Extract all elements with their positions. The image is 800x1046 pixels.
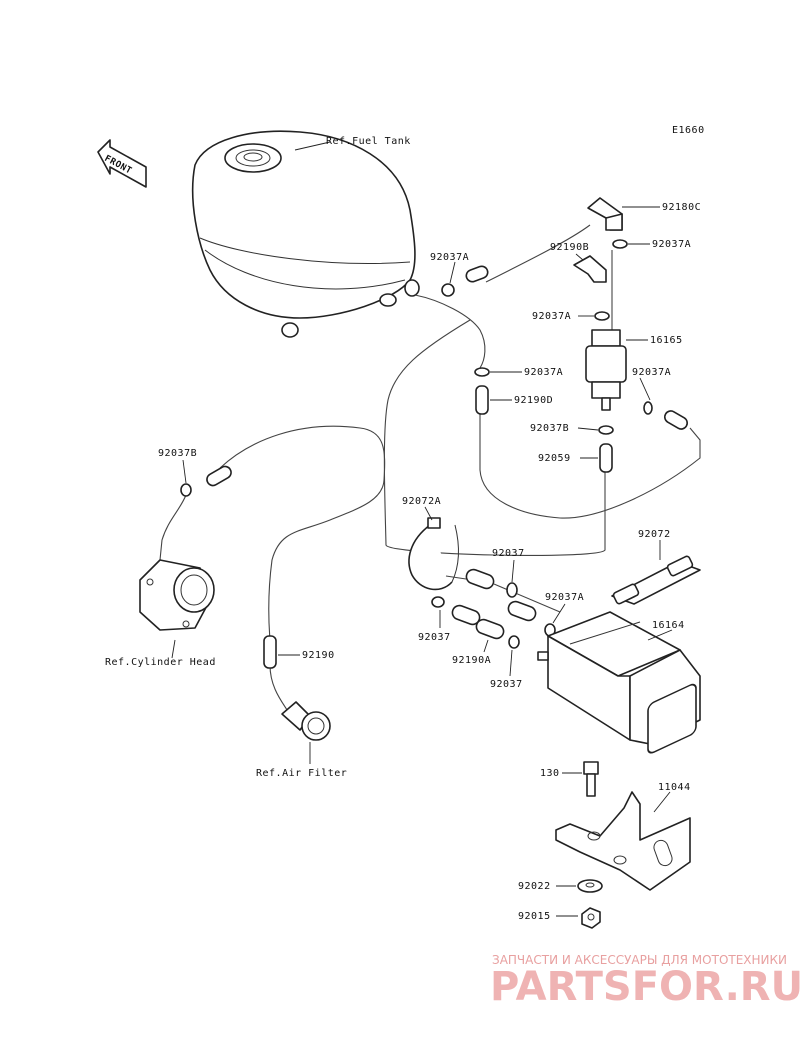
- part-92059: [599, 443, 613, 473]
- label-16164: 16164: [652, 620, 685, 631]
- part-92015-nut: [581, 907, 601, 929]
- part-16165-valve: [585, 250, 627, 411]
- label-92180C: 92180C: [662, 202, 701, 213]
- clamp-92037A-3: [594, 311, 610, 321]
- label-92037-3: 92037: [490, 679, 523, 690]
- label-11044: 11044: [658, 782, 691, 793]
- label-92037A-1: 92037A: [652, 239, 691, 250]
- label-92037A-5: 92037A: [632, 367, 671, 378]
- label-130: 130: [540, 768, 560, 779]
- cylinder-head-label: Ref.Cylinder Head: [105, 657, 216, 668]
- label-92037A-3: 92037A: [532, 311, 571, 322]
- air-filter-label: Ref.Air Filter: [256, 768, 347, 779]
- hose-piece-tank: [465, 265, 489, 283]
- label-92072A: 92072A: [402, 496, 441, 507]
- label-92059: 92059: [538, 453, 571, 464]
- label-92037A-2: 92037A: [430, 252, 469, 263]
- label-92190: 92190: [302, 650, 335, 661]
- canister-hoses: [445, 568, 561, 640]
- fuel-tank-label: Ref.Fuel Tank: [326, 136, 411, 147]
- part-92180C: [587, 197, 623, 231]
- part-16164-canister: [537, 611, 701, 754]
- part-130-bolt: [583, 761, 599, 797]
- hose-piece-right: [664, 410, 688, 430]
- part-92190D: [475, 385, 489, 415]
- clamp-92037-1: [506, 582, 518, 598]
- clamp-92037-3: [508, 635, 520, 649]
- label-92037B-1: 92037B: [530, 423, 569, 434]
- watermark-brand: PARTSFOR.RU: [490, 964, 800, 1010]
- label-92015: 92015: [518, 911, 551, 922]
- label-16165: 16165: [650, 335, 683, 346]
- label-92190D: 92190D: [514, 395, 553, 406]
- watermark-tagline: ЗАПЧАСТИ И АКСЕССУАРЫ ДЛЯ МОТОТЕХНИКИ: [492, 953, 787, 967]
- part-11044-bracket: [555, 791, 691, 891]
- label-92190B: 92190B: [550, 242, 589, 253]
- part-92190B: [573, 255, 607, 283]
- label-92072: 92072: [638, 529, 671, 540]
- diagram-code: E1660: [672, 125, 705, 136]
- part-92190: [263, 635, 277, 669]
- label-92037-2: 92037: [418, 632, 451, 643]
- clamp-92037B-1: [598, 425, 614, 435]
- clamp-92037A-5: [643, 401, 653, 415]
- label-92037-1: 92037: [492, 548, 525, 559]
- part-92022-washer: [577, 879, 603, 893]
- clamp-92037-2: [431, 596, 445, 608]
- clamp-92037B-2: [180, 483, 192, 497]
- clamp-92037A-2: [441, 283, 455, 297]
- fuel-tank: [191, 130, 420, 338]
- label-92037A-4: 92037A: [524, 367, 563, 378]
- label-92022: 92022: [518, 881, 551, 892]
- label-92190A: 92190A: [452, 655, 491, 666]
- label-92037A-6: 92037A: [545, 592, 584, 603]
- front-arrow-icon: FRONT: [97, 139, 147, 188]
- clamp-92037A-4: [474, 367, 490, 377]
- part-92072A-strap: [408, 517, 459, 591]
- air-filter-fitting: [281, 701, 331, 741]
- hose-piece-left: [206, 465, 232, 487]
- clamp-92037A-1: [612, 239, 628, 249]
- label-92037B-2: 92037B: [158, 448, 197, 459]
- part-92072-strap: [611, 555, 701, 605]
- cylinder-head-fitting: [139, 559, 215, 631]
